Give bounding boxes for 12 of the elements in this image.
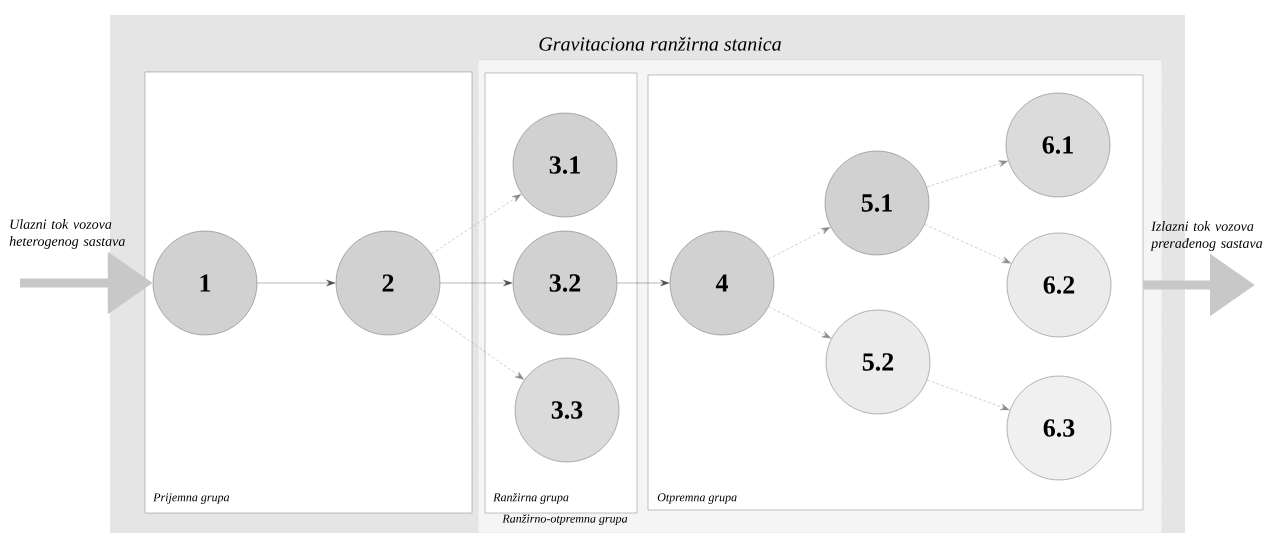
arrow	[430, 313, 525, 380]
arrow	[926, 160, 1008, 188]
arrow	[431, 194, 522, 255]
arrow	[440, 279, 513, 287]
edge-label: Izlazni tok vozova prerađenog sastava	[1150, 221, 1263, 251]
arrow	[926, 379, 1010, 411]
arrow	[768, 306, 832, 339]
arrow	[257, 279, 336, 287]
arrow	[617, 279, 670, 287]
arrow	[924, 224, 1012, 264]
edge-label: Ulazni tok vozova heterogenog sastava	[9, 219, 125, 249]
arrow	[768, 227, 831, 260]
